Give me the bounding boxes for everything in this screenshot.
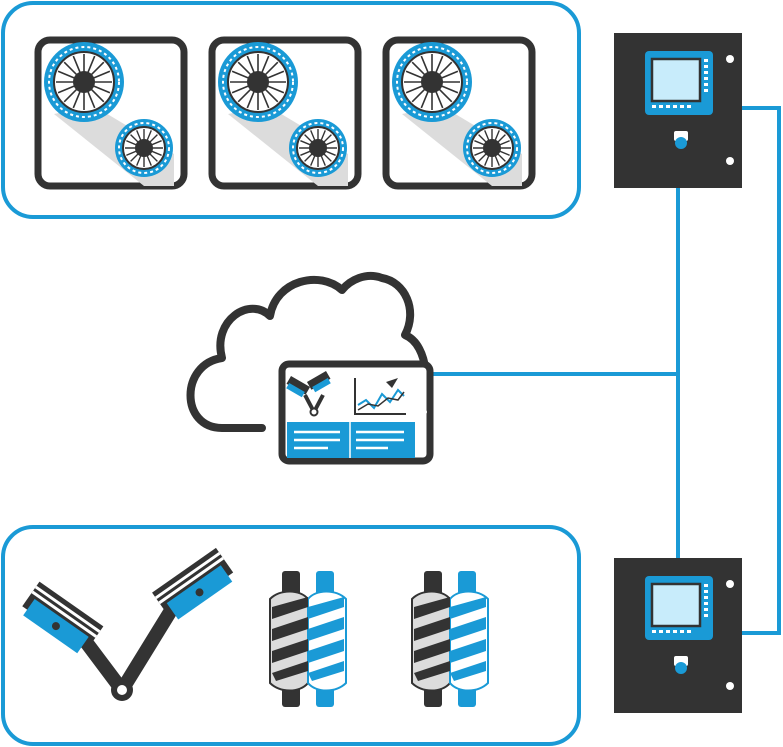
compressor-group-frame [1,525,581,746]
belt-drive-group-frame [1,1,581,219]
belt-drive-icon [386,40,532,186]
controller-panel-icon [612,556,744,715]
controller-panel-icon [612,31,744,190]
piston-compressor-icon [18,547,238,701]
belt-drive-group [1,1,581,219]
connection-lines [430,106,781,635]
belt-drive-icon [38,40,184,186]
compressor-group [1,525,581,746]
right-loop-line [742,106,781,635]
tablet-dashboard-icon [278,360,434,465]
cloud-icon [186,271,431,432]
belt-drive-icon [212,40,358,186]
screw-compressor-icon [411,570,489,708]
screw-compressor-icon [269,570,347,708]
